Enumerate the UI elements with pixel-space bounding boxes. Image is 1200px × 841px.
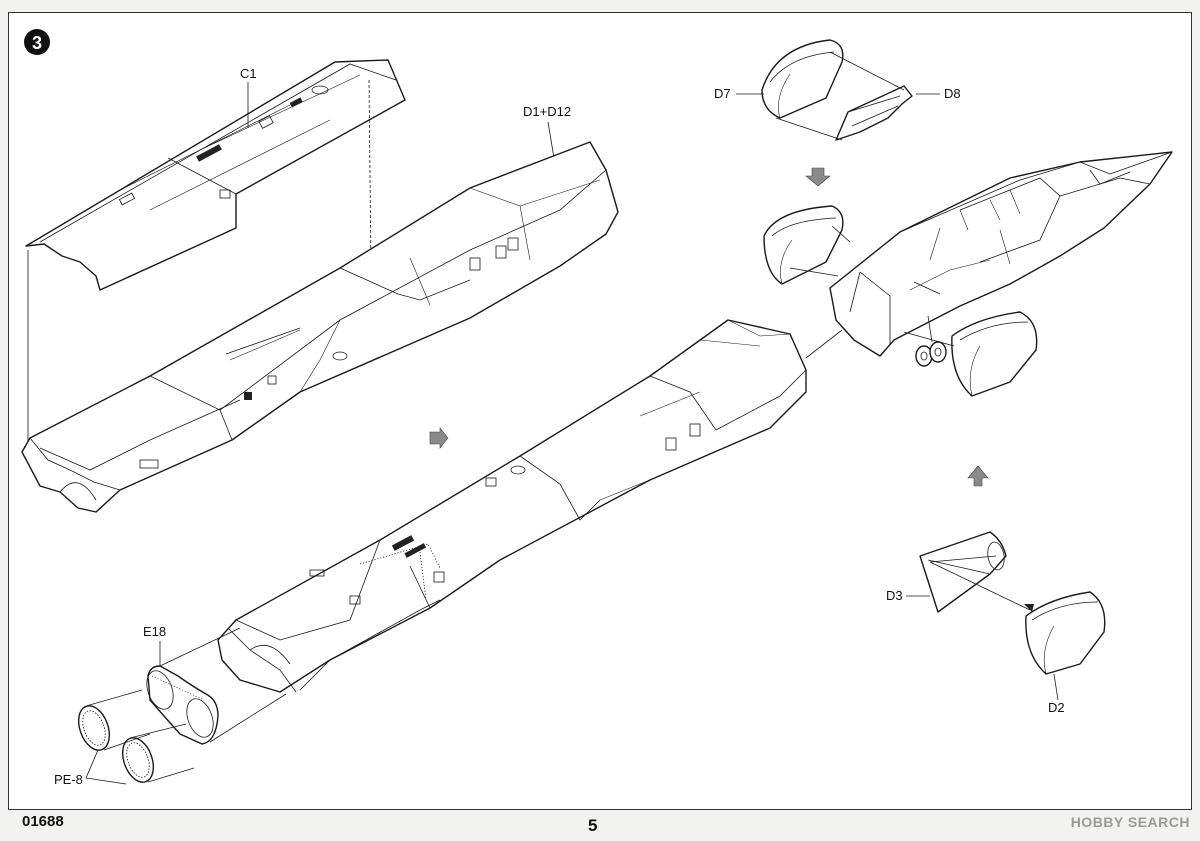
label-e18: E18 [143, 624, 166, 639]
alignment-line-nose [805, 329, 843, 359]
leader-pe8-b [85, 777, 127, 785]
page-number: 5 [588, 816, 598, 835]
label-pe8: PE-8 [54, 772, 83, 787]
alignment-line-nose-detail [913, 281, 941, 295]
alignment-line-d3-d2 [929, 561, 1031, 611]
arrowhead-d3-d2 [1024, 604, 1034, 612]
leader-d2 [1053, 673, 1059, 701]
leader-pe8-a [85, 749, 99, 779]
part-d8-canopy-half [835, 85, 913, 141]
part-d2-intake-cover [1025, 591, 1106, 675]
part-assembled-fuselage [217, 319, 807, 693]
label-d7: D7 [714, 86, 731, 101]
direction-arrow-down [805, 167, 831, 187]
step-number: 3 [32, 33, 42, 53]
direction-arrow-up [967, 465, 989, 487]
part-d1-d12-fuselage-open [21, 141, 619, 513]
step-badge: 3 [24, 29, 50, 55]
label-c1: C1 [240, 66, 257, 81]
part-e18-exhaust-frame [146, 665, 219, 745]
part-d3-intake-ramp [919, 531, 1007, 613]
label-d1-d12: D1+D12 [523, 104, 571, 119]
part-intake-assembled [951, 311, 1038, 397]
catalog-number: 01688 [22, 813, 64, 830]
part-nose-cockpit-section [829, 151, 1173, 357]
alignment-line-intake [903, 331, 955, 347]
watermark: HOBBY SEARCH [1070, 814, 1190, 830]
alignment-line-c1-right [368, 79, 372, 269]
alignment-line-e18-lower [209, 693, 287, 743]
part-pe8-nozzle-rings [77, 689, 195, 783]
alignment-line-canopy-a [789, 267, 839, 277]
part-c1-upper-panel [25, 59, 406, 291]
leader-d1-d12 [547, 121, 555, 159]
label-d3: D3 [886, 588, 903, 603]
alignment-line-d7-d8-bottom [775, 117, 843, 141]
part-canopy-assembled [763, 205, 844, 285]
label-d2: D2 [1048, 700, 1065, 715]
direction-arrow-right [429, 427, 449, 449]
label-d8: D8 [944, 86, 961, 101]
alignment-line-canopy-b [831, 225, 851, 243]
alignment-line-d7-d8-top [829, 51, 905, 91]
alignment-line-e18-upper [159, 627, 241, 667]
part-d7-canopy-half [761, 39, 844, 119]
part-nose-landing-gear [915, 315, 947, 367]
